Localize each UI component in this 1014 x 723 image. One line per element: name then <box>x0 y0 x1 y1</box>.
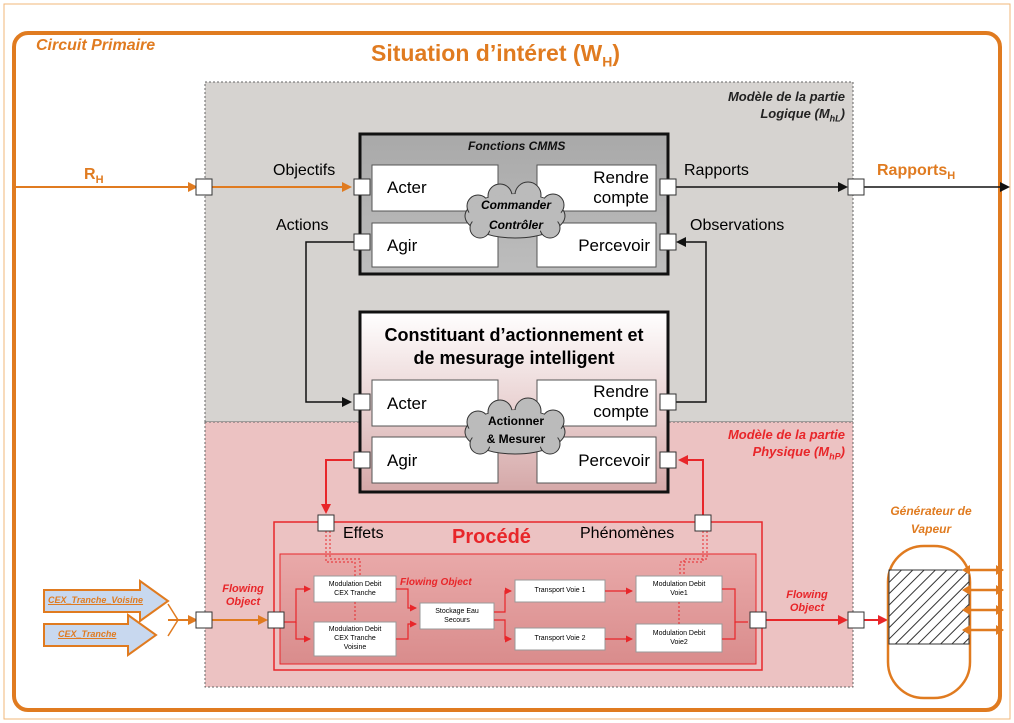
flowing-object-right-line2: Object <box>789 602 825 614</box>
procede-flows <box>284 585 748 643</box>
node-mod-cex-voisine-label: Modulation Debit CEX Tranche Voisine <box>314 625 396 652</box>
circuit-primaire-frame <box>12 31 1002 712</box>
rh-label: RH <box>84 167 104 186</box>
cex-voisine-label: CEX_Tranche_Voisine <box>48 595 144 605</box>
node-mod-cex-tranche-line1: Modulation Debit <box>328 581 382 588</box>
node-mod-cex-voisine-line3: Voisine <box>343 644 367 651</box>
phenomenes-label: Phénomènes <box>580 525 675 542</box>
generateur-line2: Vapeur <box>910 522 952 536</box>
node-transport1-label: Transport Voie 1 <box>534 587 586 594</box>
cmms-cloud-line2: Contrôler <box>489 218 543 232</box>
flowing-object-left-line2: Object <box>225 596 261 608</box>
logic-model-line2: Logique (MhL) <box>700 107 845 124</box>
situation-title-close: ) <box>612 40 621 66</box>
objectifs-label: Objectifs <box>273 162 336 179</box>
cex-merge <box>167 603 179 637</box>
rapports-h-label: RapportsH <box>877 163 955 182</box>
procede-dashed-links <box>325 531 708 624</box>
rh-text: R <box>84 166 96 183</box>
const-agir-label: Agir <box>387 451 418 470</box>
cex-voisine-arrow <box>43 579 170 623</box>
steam-generator <box>886 544 1004 700</box>
physical-model-line2-close: ) <box>840 444 845 459</box>
situation-title: Situation d’intéret (WH) <box>371 42 620 69</box>
const-cloud <box>464 397 566 455</box>
node-mod-voie1-line1: Modulation Debit <box>652 581 706 588</box>
flowing-object-left-label: Flowing Object <box>220 583 266 609</box>
cmms-percevoir-label: Percevoir <box>578 236 650 255</box>
logic-model-label: Modèle de la partie Logique (MhL) <box>700 90 845 124</box>
actions-label: Actions <box>276 217 329 234</box>
rapports-h-text: Rapports <box>877 162 948 179</box>
node-mod-voie1-line2: Voie1 <box>670 590 688 597</box>
situation-title-sub: H <box>602 53 613 70</box>
flowing-object-inner-label: Flowing Object <box>400 577 472 588</box>
node-stockage-line1: Stockage Eau <box>435 608 479 615</box>
constituant-title-line1: Constituant d’actionnement et <box>384 325 644 345</box>
node-mod-voie2 <box>635 623 723 653</box>
node-mod-voie2-label: Modulation Debit Voie2 <box>636 629 722 647</box>
effets-label: Effets <box>343 525 384 542</box>
generateur-line1: Générateur de <box>890 504 972 518</box>
constituant-title-line2: de mesurage intelligent <box>413 348 615 368</box>
node-mod-voie1-label: Modulation Debit Voie1 <box>636 580 722 598</box>
node-stockage <box>419 602 495 630</box>
rh-sub: H <box>95 174 104 187</box>
const-cloud-line1: Actionner <box>487 414 544 428</box>
const-rendre-label: Rendre <box>593 382 649 401</box>
cex-tranche-label: CEX_Tranche <box>58 629 117 639</box>
node-mod-cex-tranche-line2: CEX Tranche <box>334 590 376 597</box>
node-mod-voie2-line2: Voie2 <box>670 639 688 646</box>
cmms-rendre-label: Rendre <box>593 168 649 187</box>
logic-model-line1: Modèle de la partie <box>727 89 845 104</box>
const-acter-label: Acter <box>387 394 427 413</box>
const-percevoir-label: Percevoir <box>578 451 650 470</box>
main-flows <box>16 182 1010 625</box>
procede-outer <box>273 521 763 671</box>
physical-model-line1: Modèle de la partie <box>727 427 845 442</box>
physical-model-line2-sub: hP <box>829 451 841 462</box>
circuit-primaire-label: Circuit Primaire <box>36 37 156 54</box>
logic-model-line2-close: ) <box>840 106 845 121</box>
node-stockage-line2: Secours <box>444 617 470 624</box>
node-stockage-label: Stockage Eau Secours <box>420 607 494 625</box>
physical-model-label: Modèle de la partie Physique (MhP) <box>700 428 845 462</box>
flowing-object-right-label: Flowing Object <box>784 589 830 615</box>
outer-border <box>3 3 1011 720</box>
cmms-cloud-line1: Commander <box>480 198 551 212</box>
logic-model-line2-sub: hL <box>829 113 841 124</box>
const-cloud-line2: & Mesurer <box>486 432 546 446</box>
node-mod-cex-voisine-line2: CEX Tranche <box>334 635 376 642</box>
flowing-object-left-line1: Flowing <box>222 583 264 595</box>
cex-tranche-arrow <box>43 613 158 657</box>
observations-label: Observations <box>690 217 785 234</box>
node-mod-cex-tranche-label: Modulation Debit CEX Tranche <box>314 580 396 598</box>
node-transport2-label: Transport Voie 2 <box>534 635 586 642</box>
ports <box>195 178 865 629</box>
cmms-cloud <box>464 181 566 239</box>
procede-title: Procédé <box>452 526 531 548</box>
cmms-agir-box <box>371 222 499 268</box>
situation-title-text: Situation d’intéret (W <box>371 40 603 66</box>
cmms-compte-label: compte <box>593 188 649 207</box>
cmms-agir-label: Agir <box>387 236 418 255</box>
const-compte-label: compte <box>593 402 649 421</box>
rapports-h-sub: H <box>947 170 956 183</box>
node-mod-cex-voisine-line1: Modulation Debit <box>328 626 382 633</box>
physical-model-line2: Physique (MhP) <box>700 445 845 462</box>
cmms-title: Fonctions CMMS <box>468 139 566 153</box>
physical-model-line2-text: Physique (M <box>752 444 830 459</box>
logic-model-line2-text: Logique (M <box>760 106 830 121</box>
generateur-label: Générateur de Vapeur <box>878 502 984 538</box>
cmms-acter-label: Acter <box>387 178 427 197</box>
node-mod-voie1 <box>635 575 723 603</box>
node-mod-voie2-line1: Modulation Debit <box>652 630 706 637</box>
rapports-label: Rapports <box>684 162 749 179</box>
flowing-object-right-line1: Flowing <box>786 589 828 601</box>
